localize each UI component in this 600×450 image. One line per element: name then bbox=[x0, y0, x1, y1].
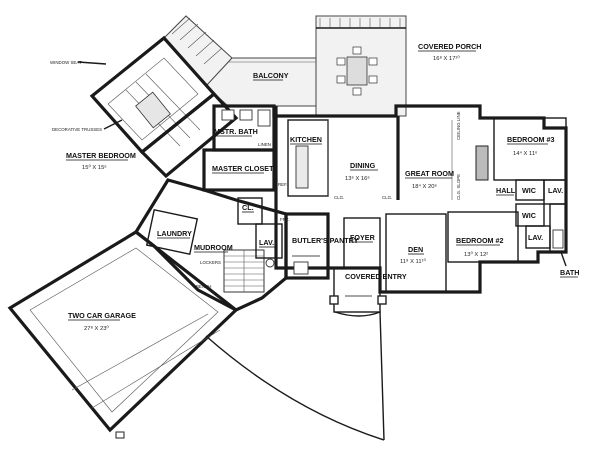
walkway-curve bbox=[205, 335, 385, 441]
master-suite: MSTR. BATH LINEN MASTER CLOSET bbox=[202, 104, 276, 192]
garage-post bbox=[115, 431, 125, 439]
label-bedroom3: BEDROOM #3 bbox=[507, 135, 555, 144]
covered-entry: COVERED ENTRY bbox=[205, 267, 407, 441]
bed-icon bbox=[135, 91, 171, 129]
label-dining: DINING bbox=[350, 161, 376, 170]
wing-rail bbox=[179, 23, 199, 41]
shower-icon bbox=[257, 109, 271, 127]
label-wic1: WIC bbox=[522, 186, 536, 195]
toilet-icon bbox=[265, 258, 275, 268]
lav3-walls bbox=[255, 223, 283, 259]
note-lockers: LOCKERS bbox=[200, 260, 221, 265]
label-mudroom: MUDROOM bbox=[194, 243, 233, 252]
note-ref: REF. bbox=[278, 182, 288, 187]
note-clg-slope: CLG. SLOPE bbox=[456, 174, 461, 200]
dims-bedroom2: 13⁰ X 12² bbox=[464, 251, 488, 258]
label-balcony: BALCONY bbox=[253, 71, 289, 80]
label-bedroom2: BEDROOM #2 bbox=[456, 236, 504, 245]
label-wic2: WIC bbox=[522, 211, 536, 220]
wing-rail bbox=[171, 17, 191, 35]
cl-walls bbox=[237, 197, 263, 225]
label-butlers-pantry-1: BUTLER'S PANTRY bbox=[292, 236, 359, 245]
label-den: DEN bbox=[408, 245, 423, 254]
garage-slab bbox=[29, 247, 219, 413]
dims-den: 11⁸ X 11¹⁰ bbox=[400, 258, 426, 265]
label-lav3: LAV. bbox=[259, 238, 274, 247]
note-clg-1: CLG. bbox=[334, 195, 344, 200]
wing-rail bbox=[187, 31, 207, 49]
sink-icon bbox=[221, 109, 235, 121]
dims-covered-porch: 16⁸ X 17¹⁰ bbox=[433, 55, 460, 62]
label-bath: BATH bbox=[560, 268, 579, 277]
label-garage: TWO CAR GARAGE bbox=[68, 311, 136, 320]
label-kitchen: KITCHEN bbox=[290, 135, 322, 144]
garage-door-line bbox=[71, 313, 209, 391]
label-master-bath: MSTR. BATH bbox=[214, 127, 258, 136]
patio-table-icon bbox=[336, 46, 378, 96]
note-decorative-trusses: DECORATIVE TRUSSES bbox=[52, 127, 102, 132]
label-covered-entry: COVERED ENTRY bbox=[345, 272, 407, 281]
bedroom2-walls bbox=[447, 211, 519, 263]
den-walls bbox=[385, 213, 447, 293]
bath-walls bbox=[549, 203, 567, 253]
laundry-walls bbox=[145, 208, 199, 256]
kitchen-island-icon bbox=[295, 145, 309, 189]
note-clg-2: CLG. bbox=[382, 195, 392, 200]
label-foyer: FOYER bbox=[350, 233, 376, 242]
label-master-bedroom: MASTER BEDROOM bbox=[66, 151, 136, 160]
walkway-path bbox=[334, 310, 385, 441]
label-lav1: LAV. bbox=[548, 186, 563, 195]
label-master-closet: MASTER CLOSET bbox=[212, 164, 274, 173]
label-hall: HALL bbox=[496, 186, 516, 195]
label-laundry: LAUNDRY bbox=[157, 229, 192, 238]
note-linen: LINEN bbox=[258, 142, 271, 147]
note-ceiling-line: CEILING LINE bbox=[456, 111, 461, 140]
dims-bedroom3: 14⁴ X 11⁶ bbox=[513, 150, 538, 157]
label-lav2: LAV. bbox=[528, 233, 543, 242]
wing-rail bbox=[203, 47, 223, 65]
stairs-icon bbox=[223, 249, 265, 293]
main-house: KITCHEN REF. DINING 13⁶ X 16⁶ GREAT ROOM… bbox=[272, 104, 579, 294]
entry-column bbox=[377, 295, 387, 305]
dims-garage: 27⁸ X 23⁰ bbox=[84, 325, 109, 332]
sink-icon bbox=[293, 261, 309, 275]
label-great-room: GREAT ROOM bbox=[405, 169, 454, 178]
master-corridor-walls bbox=[139, 91, 239, 179]
dims-dining: 13⁶ X 16⁶ bbox=[345, 175, 370, 182]
dims-great-room: 18⁴ X 20⁶ bbox=[412, 183, 437, 190]
master-closet-walls bbox=[202, 148, 276, 192]
master-bedroom-ceiling bbox=[107, 57, 199, 141]
wing-rail bbox=[195, 39, 215, 57]
tub-icon bbox=[552, 229, 564, 249]
garage-wing: TWO CAR GARAGE 27⁸ X 23⁰ bbox=[7, 230, 239, 439]
covered-entry-walls bbox=[333, 267, 381, 313]
master-bedroom-wing: WINDOW SEAT DECORATIVE TRUSSES MASTER BE… bbox=[50, 35, 239, 179]
truss-line bbox=[145, 73, 201, 131]
label-cl: CL. bbox=[242, 203, 254, 212]
angled-balcony-wing bbox=[163, 15, 233, 87]
sink-icon bbox=[239, 109, 253, 121]
dims-master-bedroom: 15⁰ X 15⁶ bbox=[82, 164, 107, 171]
entry-column bbox=[329, 295, 339, 305]
leader-line bbox=[77, 61, 107, 65]
fireplace-icon bbox=[475, 145, 489, 181]
covered-porch-area: COVERED PORCH 16⁸ X 17¹⁰ bbox=[315, 15, 482, 117]
label-covered-porch: COVERED PORCH bbox=[418, 42, 482, 51]
leader-line bbox=[103, 119, 123, 130]
note-window-seat: WINDOW SEAT bbox=[50, 60, 82, 65]
garage-door-line bbox=[91, 329, 221, 409]
leader-line bbox=[560, 251, 567, 267]
garage-walls bbox=[7, 230, 239, 433]
